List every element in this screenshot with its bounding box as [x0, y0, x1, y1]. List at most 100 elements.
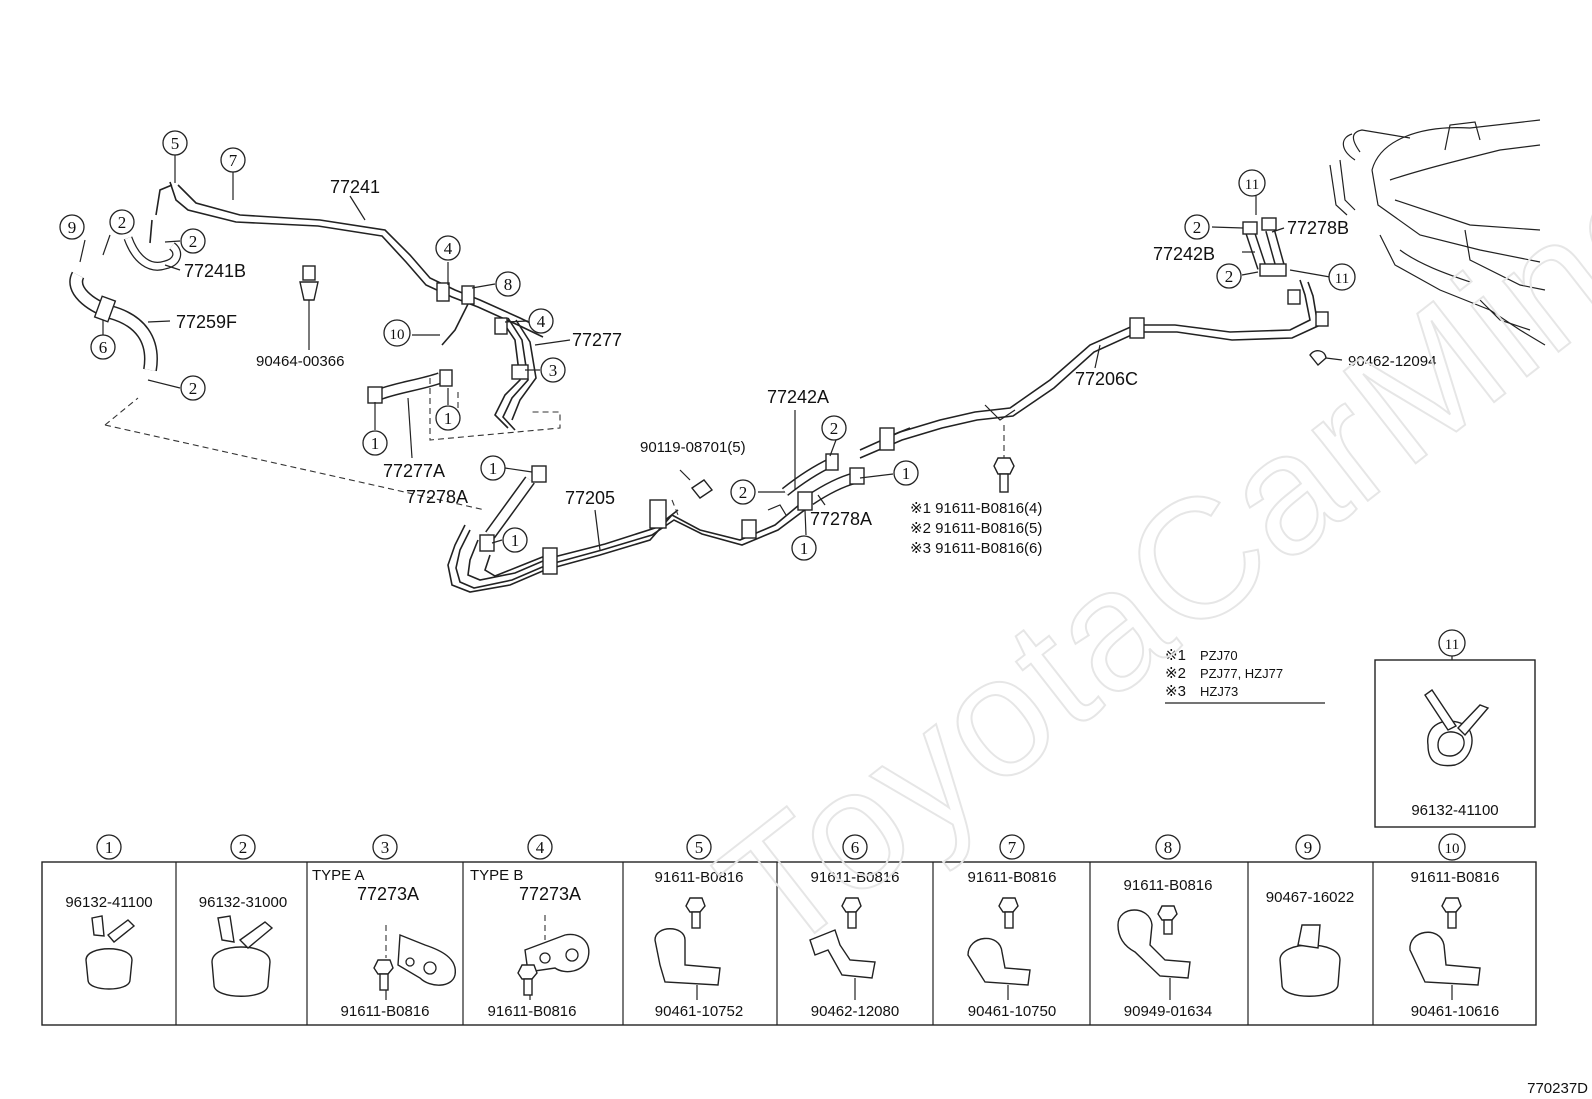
svg-text:1: 1 — [371, 434, 380, 453]
callout-2-b: 2 — [180, 228, 206, 254]
svg-text:7: 7 — [229, 151, 238, 170]
svg-text:91611-B0816: 91611-B0816 — [655, 869, 744, 886]
svg-text:9: 9 — [68, 218, 77, 237]
legend-cell-1: 1 96132-41100 — [65, 834, 153, 990]
callout-1-e: 1 — [893, 460, 919, 486]
detail-box-11: 11 96132-41100 — [1374, 629, 1536, 828]
fuel-pipe-bundle-77277 — [436, 282, 537, 431]
model-notes: ※1 PZJ70 ※2 PZJ77, HZJ77 ※3 HZJ73 — [1165, 647, 1325, 704]
callout-3-top: 3 — [540, 357, 566, 383]
svg-text:2: 2 — [189, 232, 198, 251]
svg-text:4: 4 — [536, 838, 545, 857]
svg-text:3: 3 — [549, 361, 558, 380]
fuel-hose-77242b — [1242, 221, 1267, 270]
svg-text:91611-B0816: 91611-B0816 — [1411, 869, 1500, 886]
callout-2-g: 2 — [1216, 263, 1242, 289]
svg-text:90467-16022: 90467-16022 — [1266, 889, 1354, 906]
part-number-labels: 77241 77241B 77259F 90464-00366 77277 77… — [176, 177, 1436, 557]
label-77259f: 77259F — [176, 312, 237, 332]
model-note-text-3: HZJ73 — [1200, 684, 1238, 699]
svg-text:2: 2 — [239, 838, 248, 857]
svg-text:2: 2 — [118, 213, 127, 232]
svg-text:90461-10616: 90461-10616 — [1411, 1003, 1499, 1020]
callout-1-f: 1 — [791, 535, 817, 561]
fuel-hose-77277a — [367, 369, 453, 404]
label-77278b: 77278B — [1287, 218, 1349, 238]
bolt-note-3: ※3 91611-B0816(6) — [910, 540, 1042, 557]
svg-text:1: 1 — [511, 531, 520, 550]
fuel-hose-77278b — [1259, 217, 1287, 277]
fuel-pipe-77206c — [859, 279, 1329, 459]
leader-lines — [79, 155, 1343, 551]
label-77242a: 77242A — [767, 387, 829, 407]
bolt-note-1: ※1 91611-B0816(4) — [910, 500, 1042, 517]
legend-cell-7: 7 91611-B0816 90461-10750 — [967, 834, 1056, 1020]
callout-1-a: 1 — [362, 430, 388, 456]
svg-text:91611-B0816: 91611-B0816 — [488, 1003, 577, 1020]
svg-text:10: 10 — [1445, 841, 1460, 857]
bolt-90119-08701 — [679, 469, 714, 499]
label-77278a-mid: 77278A — [810, 509, 872, 529]
svg-text:2: 2 — [739, 483, 748, 502]
fuel-pipe-77205 — [447, 499, 811, 593]
callout-7-top: 7 — [220, 147, 246, 173]
model-note-mark-3: ※3 — [1165, 683, 1186, 700]
svg-text:8: 8 — [504, 275, 513, 294]
fuel-hose-77278a-mid — [797, 467, 865, 511]
svg-text:TYPE A: TYPE A — [312, 867, 365, 884]
callout-6-top: 6 — [90, 334, 116, 360]
fuel-pipe-77241 — [169, 181, 546, 338]
grommet-90464-00366 — [299, 265, 319, 350]
svg-text:1: 1 — [444, 409, 453, 428]
label-77206c: 77206C — [1075, 369, 1138, 389]
legend-cell-5: 5 91611-B0816 90461-10752 — [654, 834, 744, 1020]
legend-cell-8: 8 91611-B0816 90949-01634 — [1117, 834, 1212, 1020]
svg-text:TYPE B: TYPE B — [470, 867, 523, 884]
callout-1-d: 1 — [502, 527, 528, 553]
svg-text:11: 11 — [1245, 177, 1259, 193]
callout-2-a: 2 — [109, 209, 135, 235]
label-90462-12094: 90462-12094 — [1348, 353, 1436, 370]
fuel-hose-77242a — [781, 453, 839, 496]
svg-text:4: 4 — [444, 239, 453, 258]
svg-text:4: 4 — [537, 312, 546, 331]
svg-text:2: 2 — [1193, 218, 1202, 237]
legend-table: 1 96132-41100 2 96132-31000 3 TYPE A 772… — [41, 833, 1537, 1026]
svg-text:2: 2 — [189, 379, 198, 398]
label-90119-08701: 90119-08701(5) — [640, 439, 746, 456]
fuel-hose-77259f — [69, 271, 158, 372]
legend-cell-6: 6 91611-B0816 90462-12080 — [809, 834, 899, 1020]
label-90464-00366: 90464-00366 — [256, 353, 344, 370]
callout-11-a: 11 — [1238, 169, 1266, 197]
label-77241b: 77241B — [184, 261, 246, 281]
svg-text:11: 11 — [1335, 271, 1349, 287]
svg-text:90461-10752: 90461-10752 — [655, 1003, 743, 1020]
svg-text:77273A: 77273A — [519, 884, 581, 904]
callout-8-top: 8 — [495, 271, 521, 297]
label-77277: 77277 — [572, 330, 622, 350]
svg-text:8: 8 — [1164, 838, 1173, 857]
label-77277a: 77277A — [383, 461, 445, 481]
svg-text:90461-10750: 90461-10750 — [968, 1003, 1056, 1020]
model-note-mark-2: ※2 — [1165, 665, 1186, 682]
svg-text:7: 7 — [1008, 838, 1017, 857]
svg-text:90949-01634: 90949-01634 — [1124, 1003, 1212, 1020]
svg-text:1: 1 — [105, 838, 114, 857]
detail-11-part: 96132-41100 — [1411, 802, 1498, 819]
callout-2-d: 2 — [821, 415, 847, 441]
svg-text:11: 11 — [1445, 637, 1459, 653]
diagram-code: 770237D — [1527, 1080, 1588, 1097]
bolt-91611-b0816-main — [993, 425, 1015, 493]
label-77241: 77241 — [330, 177, 380, 197]
callout-1-c: 1 — [480, 455, 506, 481]
svg-text:5: 5 — [171, 134, 180, 153]
svg-text:96132-41100: 96132-41100 — [65, 894, 152, 911]
callout-group: 5 7 9 2 2 6 2 4 8 4 3 10 1 1 1 1 2 2 1 1… — [59, 130, 1356, 561]
svg-text:2: 2 — [1225, 267, 1234, 286]
svg-text:91611-B0816: 91611-B0816 — [341, 1003, 430, 1020]
svg-text:3: 3 — [381, 838, 390, 857]
svg-text:5: 5 — [695, 838, 704, 857]
callout-9-top: 9 — [59, 214, 85, 240]
svg-text:77273A: 77273A — [357, 884, 419, 904]
